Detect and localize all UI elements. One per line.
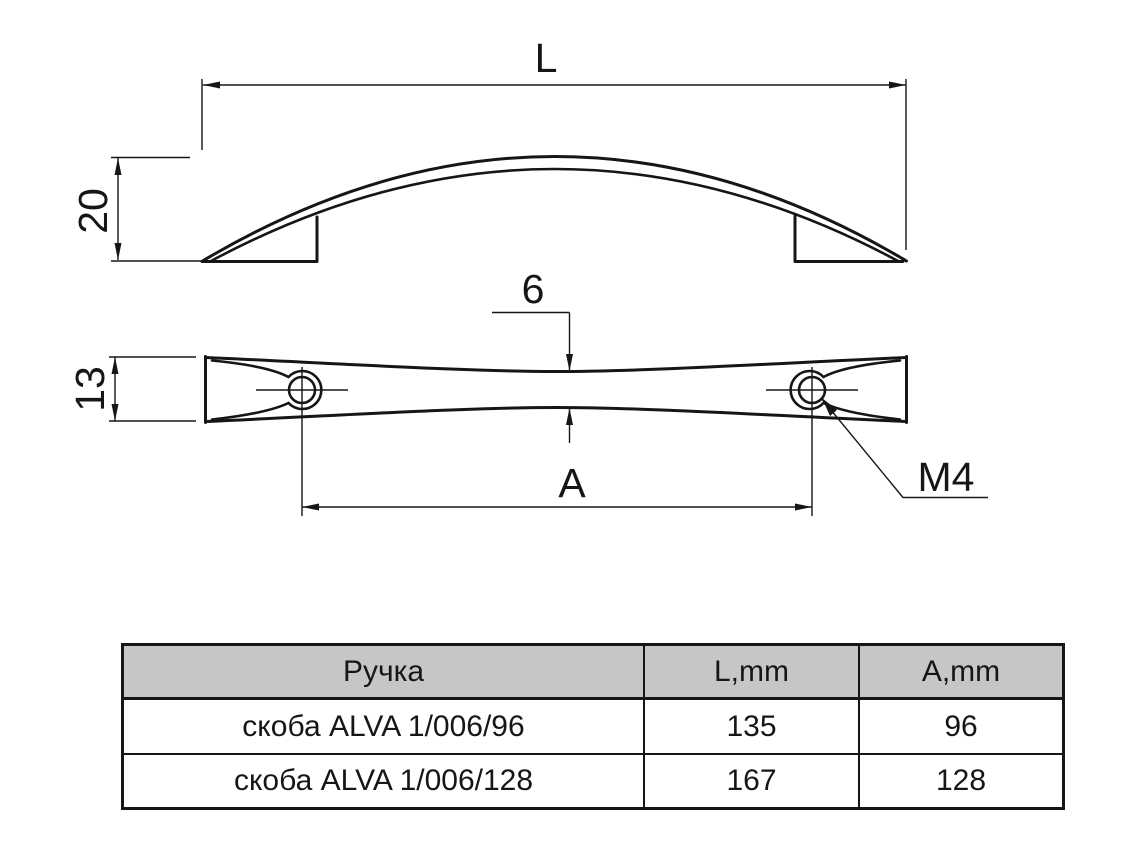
dimension-13-label: 13 — [67, 366, 113, 412]
row-alva-128-A: 128 — [858, 753, 1062, 807]
arrowhead-right — [889, 81, 906, 89]
arrowhead-right — [795, 503, 812, 511]
column-header-handle: Ручка — [124, 646, 643, 700]
arrowhead-up — [114, 158, 122, 175]
row-alva-96-A: 96 — [858, 700, 1062, 753]
arrowhead-down — [114, 243, 122, 260]
side-view — [200, 155, 908, 263]
column-header-A-mm: A,mm — [858, 646, 1062, 700]
plan-top-outline — [204, 356, 908, 374]
arrowhead-up — [566, 408, 573, 425]
dimension-13-lines — [109, 356, 196, 422]
arrowhead-leader — [822, 398, 837, 416]
dimension-20-lines — [111, 156, 202, 262]
arrowhead-left — [203, 81, 220, 89]
row-alva-96-L: 135 — [643, 700, 858, 753]
dimension-6: 6 — [492, 266, 573, 443]
dimension-L-lines — [201, 79, 907, 250]
handle-inner-arc — [209, 167, 900, 263]
row-alva-128-L: 167 — [643, 753, 858, 807]
left-hole-centerlines — [256, 367, 348, 516]
dimension-6-lines — [492, 311, 571, 443]
row-alva-128-name: скоба ALVA 1/006/128 — [124, 753, 643, 807]
dimension-20: 20 — [70, 156, 202, 262]
callout-M4-label: M4 — [918, 454, 975, 500]
plan-view — [204, 355, 908, 516]
handle-right-foot — [793, 214, 905, 263]
callout-M4: M4 — [820, 398, 988, 500]
right-hole-centerlines — [766, 367, 858, 516]
arrowhead-up — [111, 357, 119, 374]
callout-leader-line — [820, 398, 988, 499]
column-header-L-mm: L,mm — [643, 646, 858, 700]
arrowhead-left — [302, 503, 319, 511]
dimension-L: L — [201, 35, 907, 250]
dimension-6-label: 6 — [522, 266, 545, 312]
arrowhead-down — [111, 404, 119, 421]
handle-left-foot — [200, 215, 319, 263]
dimension-20-label: 20 — [70, 188, 116, 234]
handle-outer-arc — [201, 155, 908, 263]
dimension-A: A — [302, 460, 812, 511]
arrowhead-down — [566, 354, 573, 371]
dimension-13: 13 — [67, 356, 196, 422]
spec-table: Ручка L,mm A,mm скоба ALVA 1/006/96 135 … — [121, 643, 1065, 810]
plan-bottom-outline — [204, 405, 908, 423]
dimension-A-label: A — [558, 460, 586, 506]
row-alva-96-name: скоба ALVA 1/006/96 — [242, 709, 525, 743]
dimension-L-label: L — [535, 35, 558, 81]
